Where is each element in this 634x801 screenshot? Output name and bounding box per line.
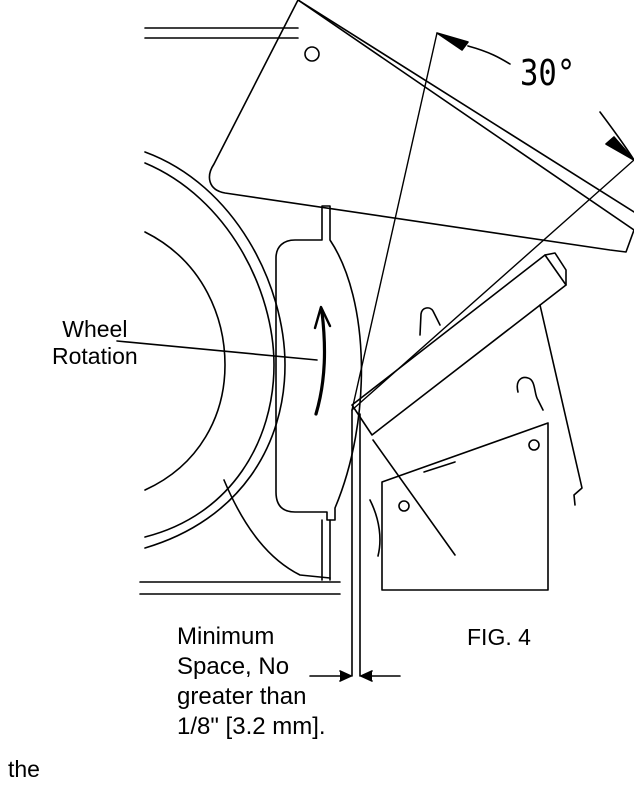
- angle-construction-lines: [351, 32, 634, 411]
- rotation-arrow: [314, 310, 327, 416]
- minimum-space-label: Minimum Space, No greater than 1/8" [3.2…: [177, 622, 326, 742]
- gap-dimension: [309, 409, 401, 682]
- minimum-space-line-1: Minimum: [177, 623, 275, 650]
- top-frame-rails: [144, 27, 299, 39]
- angle-label: 30°: [520, 53, 576, 94]
- upper-guard-plate: [208, 0, 634, 253]
- minimum-space-line-3: greater than: [177, 683, 307, 710]
- wheel-rotation-label: Wheel Rotation: [52, 316, 138, 370]
- figure-label: FIG. 4: [467, 624, 531, 650]
- lower-housing: [223, 479, 331, 579]
- wheel-rotation-line-2: Rotation: [52, 343, 138, 369]
- bottom-frame-rails: [139, 581, 341, 595]
- wheel-rotation-leader: [116, 340, 318, 361]
- minimum-space-line-4: 1/8" [3.2 mm].: [177, 713, 326, 740]
- hub-shaft: [321, 519, 331, 581]
- text-fragment: the: [8, 756, 40, 782]
- tool-rest-bar: [351, 252, 567, 436]
- grinding-wheel: [144, 151, 286, 549]
- adjustment-plate: [381, 422, 549, 591]
- wheel-hub-plate: [275, 205, 363, 521]
- minimum-space-line-2: Space, No: [177, 653, 290, 680]
- support-bracket: [369, 304, 583, 557]
- angle-dimension-arc: [436, 32, 634, 161]
- wheel-rotation-line-1: Wheel: [62, 316, 128, 342]
